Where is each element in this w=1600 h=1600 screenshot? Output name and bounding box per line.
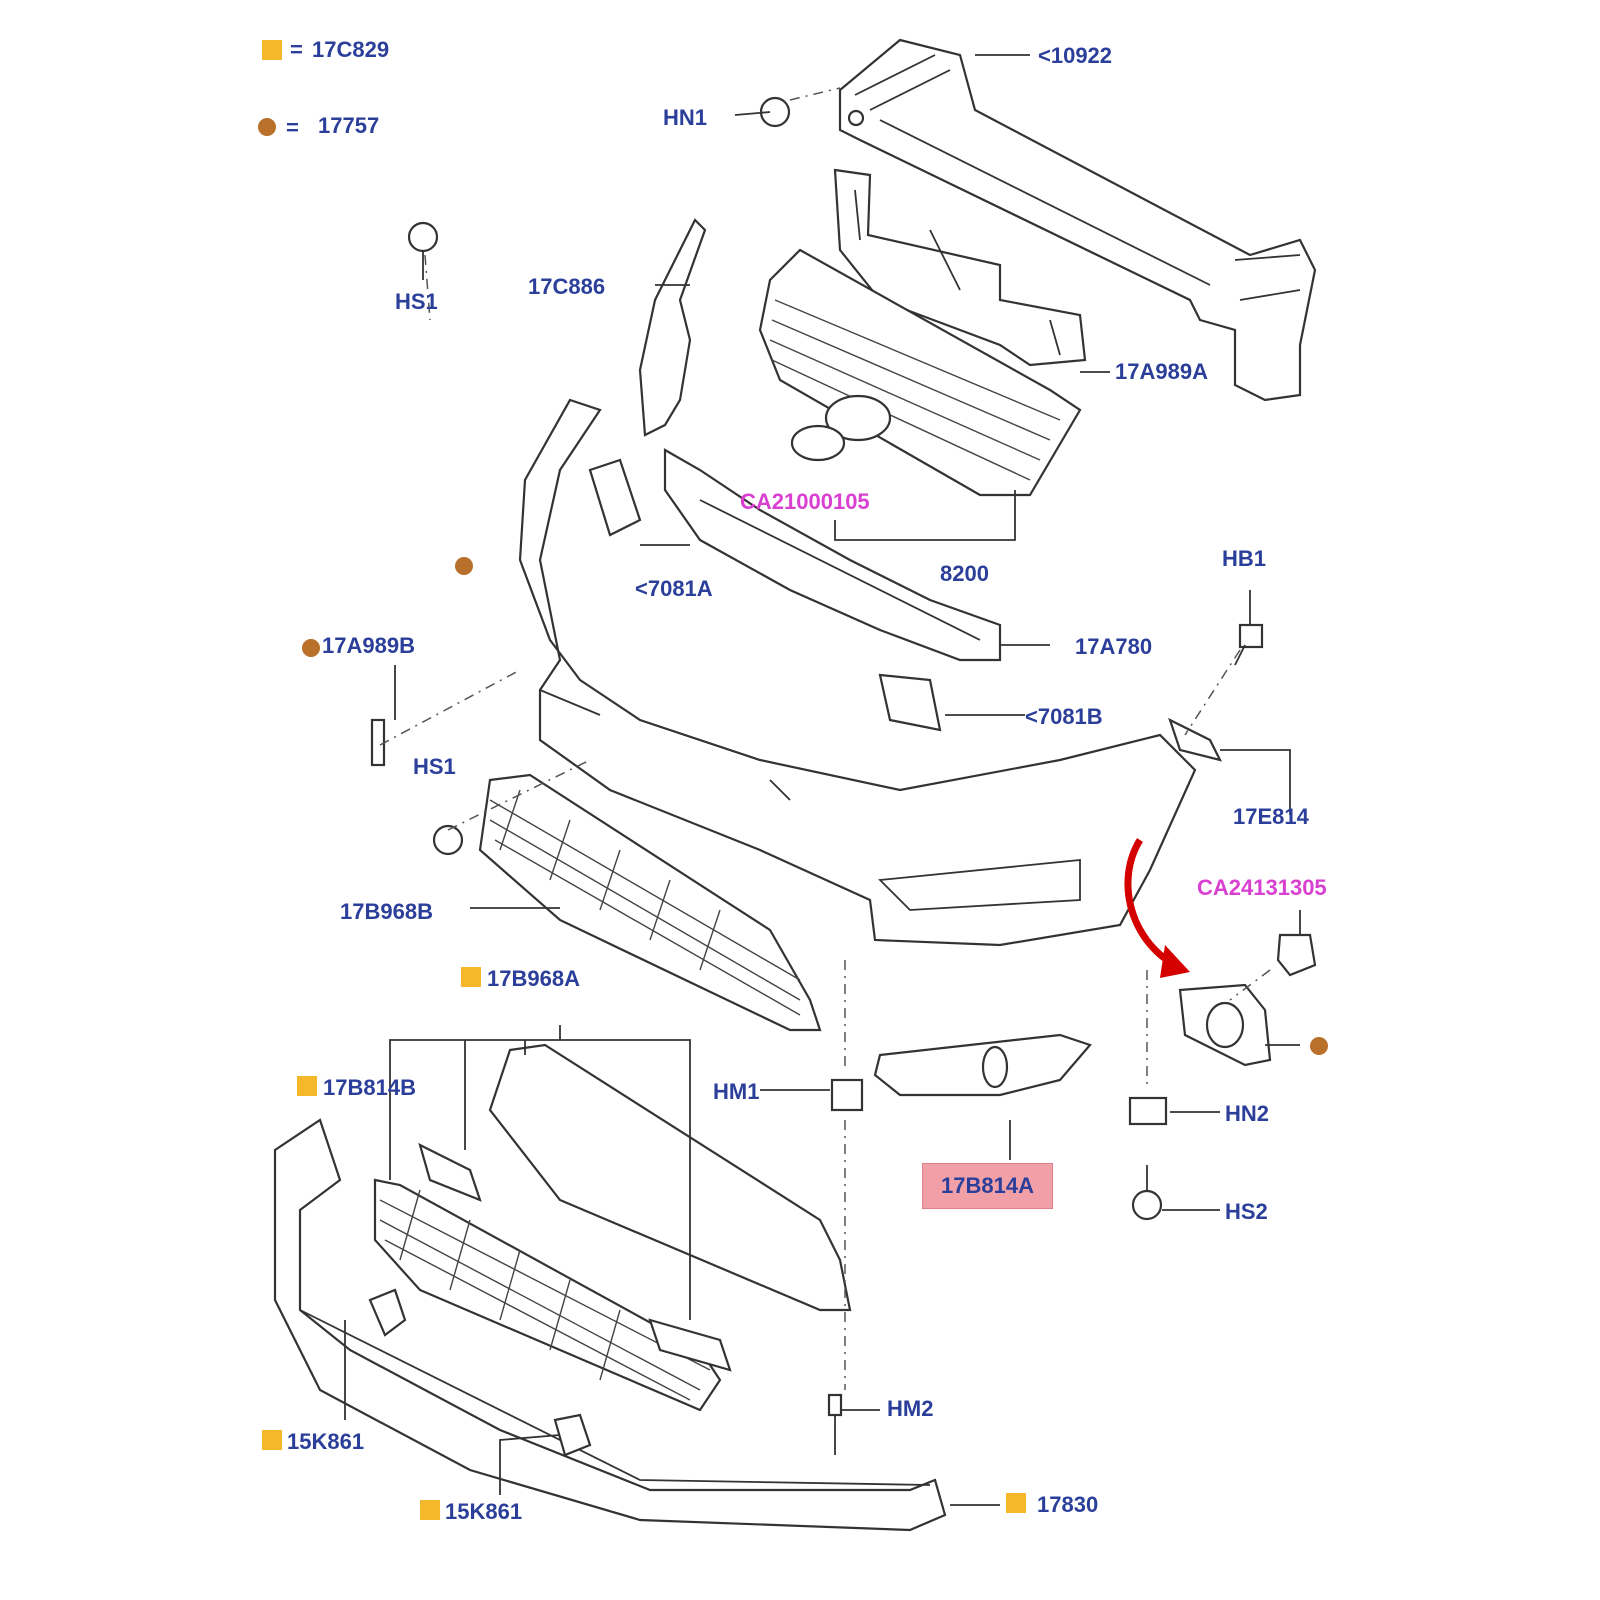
marker-17b968a-square-icon: [461, 967, 481, 987]
label-17b968b: 17B968B: [340, 899, 433, 924]
fastener-17a989b: [370, 718, 386, 767]
trim-17b814b-part: [418, 1142, 482, 1202]
label-17b814b: 17B814B: [323, 1075, 416, 1100]
lower-cover-17b968a-part: [488, 1043, 852, 1312]
marker-17830-square-icon: [1006, 1493, 1026, 1513]
front-lip-spoiler-part: [273, 1118, 947, 1532]
legend-circle-icon: [258, 118, 276, 136]
legend-square-icon: [262, 40, 282, 60]
label-hs1-top: HS1: [395, 289, 438, 314]
fastener-hm2: [827, 1393, 843, 1455]
lower-grille-2-part: [373, 1178, 722, 1412]
bracket-7081a-part: [588, 458, 642, 537]
label-15k861-b: 15K861: [445, 1499, 523, 1524]
label-17a989b: 17A989B: [322, 633, 415, 658]
fastener-hs1-mid: [432, 824, 464, 856]
marker-15k861-a-square-icon: [262, 1430, 282, 1450]
label-15k861-a: 15K861: [287, 1429, 365, 1454]
fastener-hm1: [830, 1078, 864, 1112]
label-hm2: HM2: [887, 1396, 934, 1421]
fastener-hs2: [1131, 1165, 1163, 1221]
legend-circle-label: 17757: [318, 113, 380, 138]
fastener-hn2: [1128, 1096, 1168, 1126]
legend-square-label: 17C829: [312, 37, 390, 62]
bracket-15k861-upper-part: [368, 1288, 407, 1337]
label-hb1: HB1: [1222, 546, 1267, 571]
bumper-reinforcement-part: [838, 38, 1317, 402]
trim-17e814-part: [1168, 717, 1223, 762]
label-17e814: 17E814: [1233, 804, 1309, 829]
lower-grille-17b968b-part: [478, 773, 822, 1032]
label-8200: 8200: [940, 561, 989, 586]
label-7081a: <7081A: [635, 576, 713, 601]
red-arrow-icon: [1124, 838, 1177, 969]
label-hn2: HN2: [1225, 1101, 1270, 1126]
label-hs1-mid: HS1: [413, 754, 456, 779]
fastener-hb1: [1234, 623, 1264, 666]
label-10922: <10922: [1038, 43, 1113, 68]
bracket-7081b-part: [878, 673, 942, 732]
label-hn1: HN1: [663, 105, 708, 130]
label-17c886: 17C886: [528, 274, 606, 299]
marker-15k861-b-square-icon: [420, 1500, 440, 1520]
bracket-15k861-lower-part: [553, 1413, 592, 1457]
upper-grille-part: [758, 248, 1082, 497]
label-ca21000105: CA21000105: [740, 489, 870, 514]
marker-tow-cover-circle-icon: [1310, 1037, 1328, 1055]
red-arrow-head-icon: [1160, 945, 1190, 978]
air-deflector-part: [663, 448, 1002, 662]
label-hm1: HM1: [713, 1079, 760, 1104]
marker-17a989b-circle-icon: [302, 639, 320, 657]
legend-square-equals: =: [290, 37, 303, 62]
label-17b968a: 17B968A: [487, 966, 580, 991]
label-17b814a-highlight: 17B814A: [922, 1163, 1053, 1209]
bumper-cover-part: [518, 398, 1197, 947]
marker-bumper-circle-icon: [455, 557, 473, 575]
label-17830: 17830: [1037, 1492, 1099, 1517]
marker-17b814b-square-icon: [297, 1076, 317, 1096]
label-7081b: <7081B: [1025, 704, 1103, 729]
trim-right-part: [648, 1318, 732, 1372]
label-ca24131305: CA24131305: [1197, 875, 1327, 900]
fastener-hs1-top: [407, 221, 439, 280]
cover-clip-part: [1276, 933, 1317, 977]
legend-circle-equals: =: [286, 115, 299, 140]
label-17a989a: 17A989A: [1115, 359, 1208, 384]
label-17a780: 17A780: [1075, 634, 1153, 659]
label-hs2: HS2: [1225, 1199, 1268, 1224]
side-bracket-17c886-part: [638, 218, 707, 437]
